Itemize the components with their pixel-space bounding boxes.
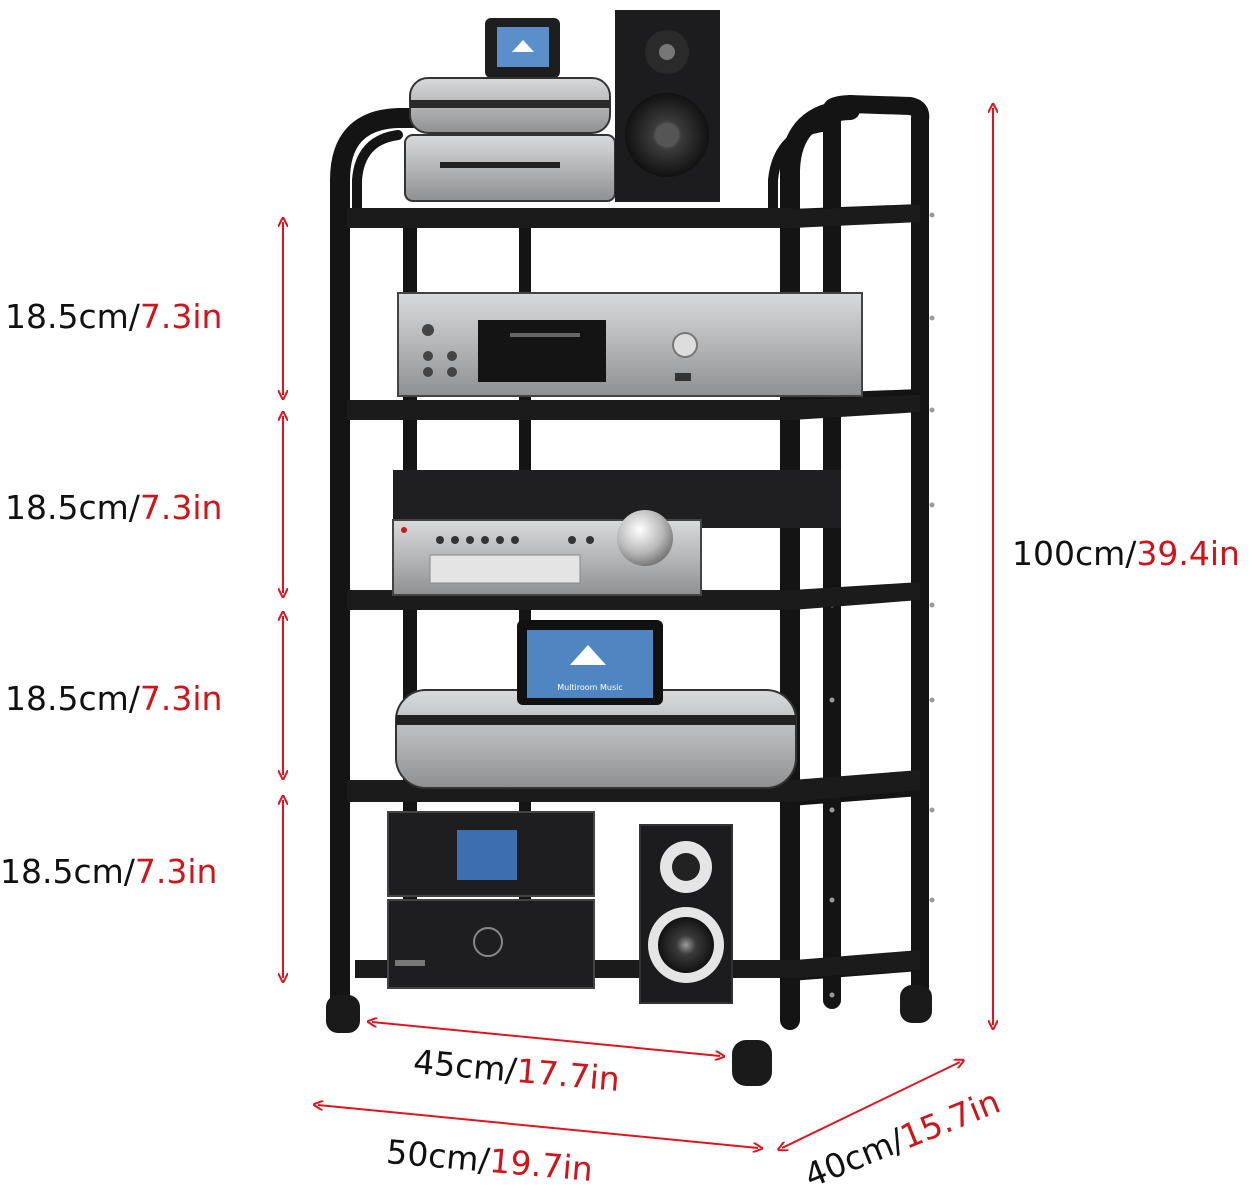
multiroom-device: Multiroom Music — [395, 620, 797, 789]
label-shelf-3: 18.5cm/7.3in — [5, 679, 223, 718]
bottom-speaker — [639, 824, 733, 1004]
shelf-2 — [347, 400, 792, 420]
top-speaker — [615, 10, 720, 202]
shelf-top — [347, 208, 792, 228]
label-shelf-4: 18.5cm/7.3in — [0, 852, 218, 891]
dimension-arrows — [283, 108, 993, 1148]
top-silver-units — [404, 77, 616, 202]
arrow-outer-width — [318, 1105, 758, 1148]
arrow-depth — [782, 1062, 960, 1148]
cd-player — [397, 292, 863, 397]
label-shelf-1: 18.5cm/7.3in — [5, 297, 223, 336]
top-display-device — [485, 18, 560, 78]
label-shelf-2: 18.5cm/7.3in — [5, 488, 223, 527]
bottom-dark-units — [387, 811, 595, 989]
label-height: 100cm/39.4in — [1012, 534, 1240, 573]
caster-wheels — [326, 985, 932, 1086]
av-receiver — [392, 470, 841, 596]
arrow-inner-width — [372, 1022, 720, 1056]
multiroom-label: Multiroom Music — [557, 683, 623, 692]
